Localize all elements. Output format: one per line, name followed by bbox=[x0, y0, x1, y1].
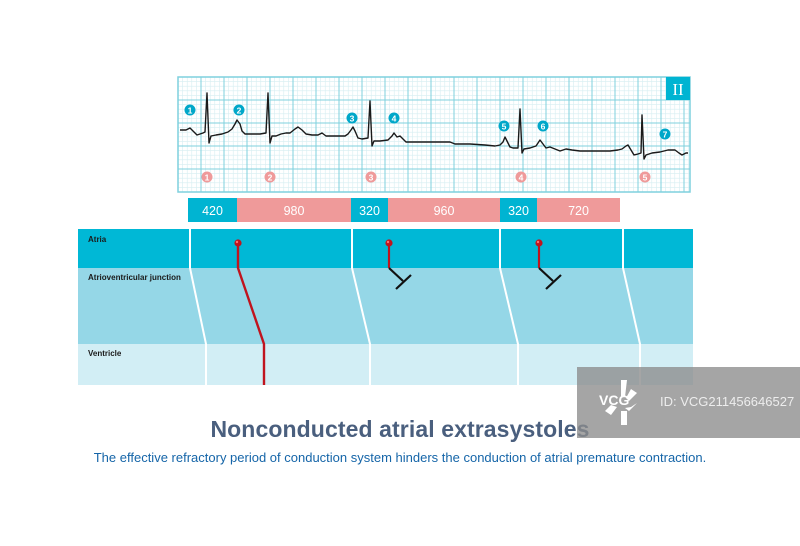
blocked-premature-impulse-1 bbox=[385, 239, 412, 290]
p-wave-markers: 1 2 3 4 5 6 7 bbox=[184, 104, 671, 140]
marker-number: 6 bbox=[541, 121, 546, 131]
qrs-marker: 5 bbox=[639, 171, 651, 183]
marker-number: 3 bbox=[369, 172, 374, 182]
interval-short: 420 bbox=[188, 198, 237, 222]
interval-short: 320 bbox=[500, 198, 537, 222]
marker-number: 1 bbox=[205, 172, 210, 182]
dot-highlight bbox=[536, 240, 540, 244]
qrs-markers: 1 2 3 4 5 bbox=[201, 171, 651, 183]
interval-value: 320 bbox=[359, 204, 380, 218]
ecg-border bbox=[177, 76, 691, 193]
beat-separators bbox=[189, 229, 641, 385]
interval-value: 320 bbox=[508, 204, 529, 218]
qrs-marker: 4 bbox=[515, 171, 527, 183]
av-junction-label: Atrioventricular junction bbox=[88, 273, 181, 282]
p-wave-marker: 3 bbox=[346, 112, 358, 124]
atrial-origin-dot bbox=[385, 239, 393, 247]
diagram-title: Nonconducted atrial extrasystoles bbox=[210, 416, 590, 442]
watermark-id: ID: VCG211456646527 bbox=[660, 394, 795, 409]
interval-segment bbox=[537, 198, 620, 222]
lead-label-box: II bbox=[666, 77, 690, 100]
blocked-path bbox=[538, 267, 554, 282]
marker-number: 5 bbox=[502, 121, 507, 131]
marker-number: 5 bbox=[643, 172, 648, 182]
diagram-subtitle: The effective refractory period of condu… bbox=[93, 450, 707, 465]
marker-badge bbox=[515, 171, 527, 183]
marker-badge bbox=[388, 112, 400, 124]
marker-badge bbox=[365, 171, 377, 183]
marker-badge bbox=[639, 171, 651, 183]
beat-separator bbox=[499, 229, 519, 385]
block-bar-icon bbox=[545, 274, 562, 290]
conduction-path bbox=[236, 243, 266, 385]
ladder-diagram: Atria Atrioventricular junction Ventricl… bbox=[78, 229, 693, 385]
vcg-logo-icon bbox=[605, 380, 637, 425]
interval-long: 980 bbox=[237, 198, 351, 222]
qrs-marker: 3 bbox=[365, 171, 377, 183]
marker-badge bbox=[233, 104, 245, 116]
ventricle-label: Ventricle bbox=[88, 349, 122, 358]
interval-segment bbox=[388, 198, 500, 222]
interval-value: 420 bbox=[202, 204, 223, 218]
marker-badge bbox=[264, 171, 276, 183]
interval-value: 960 bbox=[434, 204, 455, 218]
marker-number: 7 bbox=[663, 129, 668, 139]
p-wave-marker: 2 bbox=[233, 104, 245, 116]
qrs-marker: 2 bbox=[264, 171, 276, 183]
marker-badge bbox=[201, 171, 213, 183]
ecg-background bbox=[178, 77, 690, 192]
qrs-marker: 1 bbox=[201, 171, 213, 183]
interval-short: 320 bbox=[351, 198, 388, 222]
marker-number: 4 bbox=[519, 172, 524, 182]
marker-number: 3 bbox=[350, 113, 355, 123]
marker-badge bbox=[346, 112, 358, 124]
interval-segment bbox=[500, 198, 537, 222]
atria-row bbox=[78, 229, 693, 268]
ecg-trace bbox=[180, 92, 688, 160]
dot-highlight bbox=[235, 240, 239, 244]
watermark: VCG ID: VCG211456646527 bbox=[577, 367, 800, 438]
interval-long: 960 bbox=[388, 198, 500, 222]
interval-segment bbox=[237, 198, 351, 222]
marker-badge bbox=[498, 120, 510, 132]
blocked-path bbox=[388, 267, 404, 282]
ecg-strip: II 1 2 3 4 5 6 7 1 2 3 4 5 bbox=[177, 76, 691, 193]
watermark-logo: VCG bbox=[599, 392, 630, 408]
p-wave-marker: 7 bbox=[659, 128, 671, 140]
av-junction-row bbox=[78, 268, 693, 344]
beat-separator bbox=[351, 229, 371, 385]
dot-highlight bbox=[386, 240, 390, 244]
marker-badge bbox=[184, 104, 196, 116]
marker-badge bbox=[537, 120, 549, 132]
interval-value: 980 bbox=[284, 204, 305, 218]
interval-long: 720 bbox=[537, 198, 620, 222]
interval-bar: 420 980 320 960 320 720 bbox=[188, 198, 620, 222]
marker-number: 4 bbox=[392, 113, 397, 123]
p-wave-marker: 5 bbox=[498, 120, 510, 132]
interval-segment bbox=[351, 198, 388, 222]
lead-label: II bbox=[672, 80, 684, 99]
marker-number: 2 bbox=[268, 172, 273, 182]
marker-number: 2 bbox=[237, 105, 242, 115]
beat-separator bbox=[189, 229, 207, 385]
marker-badge bbox=[659, 128, 671, 140]
beat-separator bbox=[622, 229, 641, 385]
atrial-origin-dot bbox=[535, 239, 543, 247]
marker-number: 1 bbox=[188, 105, 193, 115]
p-wave-marker: 6 bbox=[537, 120, 549, 132]
blocked-premature-impulse-2 bbox=[535, 239, 562, 290]
atria-label: Atria bbox=[88, 235, 107, 244]
conducted-impulse bbox=[234, 239, 266, 385]
interval-segment bbox=[188, 198, 237, 222]
atrial-origin-dot bbox=[234, 239, 242, 247]
p-wave-marker: 4 bbox=[388, 112, 400, 124]
lead-label-background bbox=[666, 77, 690, 100]
p-wave-marker: 1 bbox=[184, 104, 196, 116]
interval-value: 720 bbox=[568, 204, 589, 218]
block-bar-icon bbox=[395, 274, 412, 290]
